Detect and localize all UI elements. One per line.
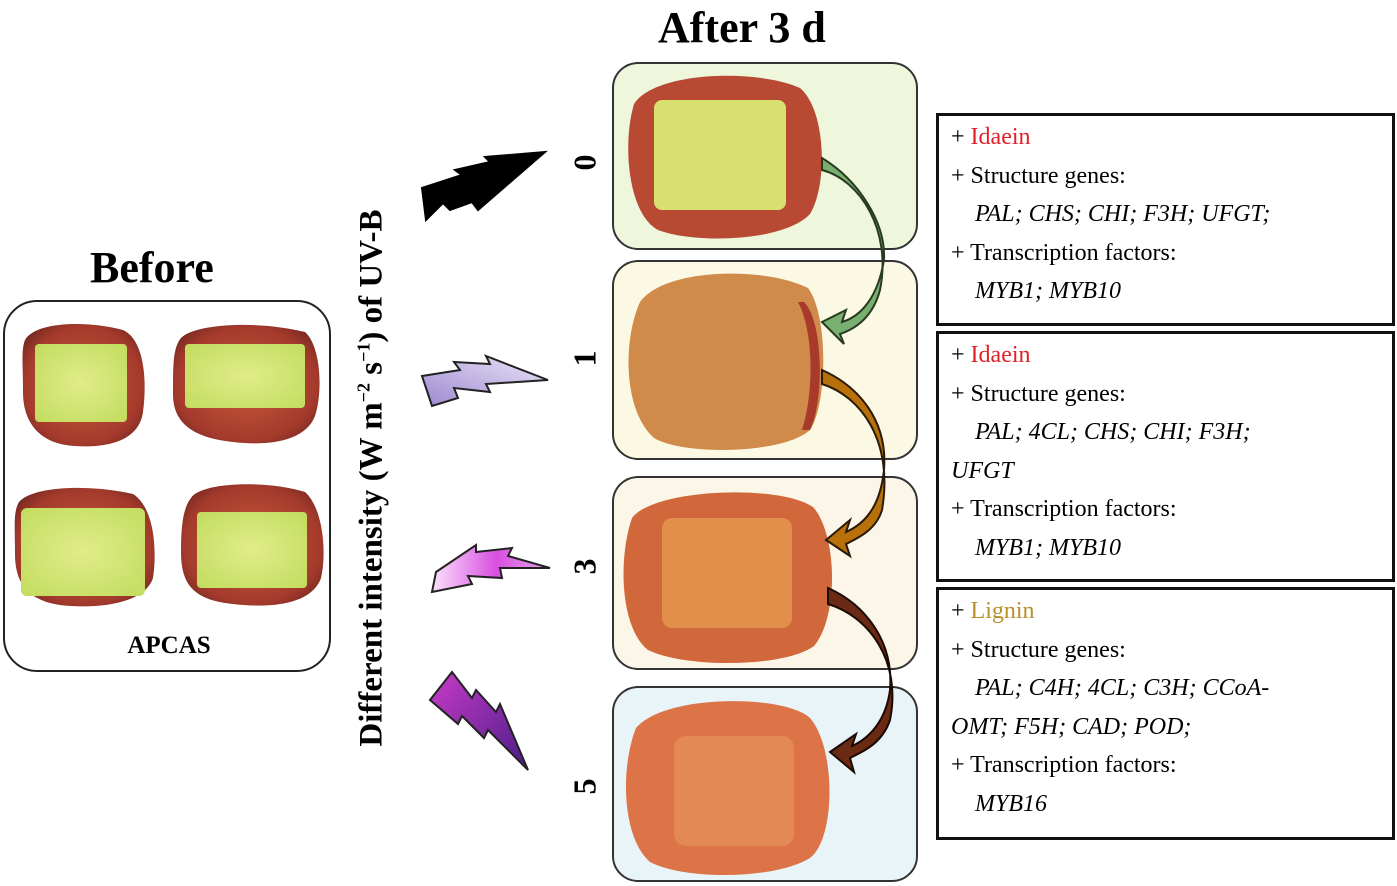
before-heading: Before bbox=[90, 243, 214, 292]
compound-label: Idaein bbox=[970, 342, 1031, 368]
structure-genes-label: Structure genes: bbox=[970, 636, 1126, 663]
apple-uvb-1 bbox=[628, 273, 824, 450]
tf-genes-list: MYB1; MYB10 bbox=[975, 534, 1121, 561]
axis-label-prefix: Different intensity (W m bbox=[353, 402, 390, 747]
apple-uvb-0 bbox=[628, 75, 822, 239]
compound-label: Lignin bbox=[970, 598, 1035, 624]
level-label-1: 1 bbox=[566, 350, 603, 367]
tf-label: Transcription factors: bbox=[970, 239, 1177, 266]
uvb-bolts bbox=[420, 150, 551, 771]
level-label-5: 5 bbox=[566, 778, 603, 795]
tf-genes-list: MYB1; MYB10 bbox=[975, 278, 1121, 304]
plus-sign: + bbox=[951, 752, 965, 778]
info-box-uvb-0: + Idaein + Structure genes: PAL; CHS; CH… bbox=[936, 113, 1395, 326]
plus-sign: + bbox=[951, 124, 965, 150]
bolt-icon-2 bbox=[430, 543, 551, 594]
axis-exp1: −2 bbox=[353, 382, 374, 403]
structure-genes-list: PAL; CHS; CHI; F3H; UFGT; bbox=[975, 201, 1271, 227]
apple-4 bbox=[181, 484, 324, 606]
bolt-icon-3 bbox=[428, 670, 529, 771]
tf-label: Transcription factors: bbox=[970, 752, 1177, 778]
panel-uvb-0 bbox=[612, 62, 918, 250]
after-heading: After 3 d bbox=[658, 3, 826, 52]
plus-sign: + bbox=[951, 598, 965, 624]
structure-genes-list: PAL; C4H; 4CL; C3H; CCoA- bbox=[975, 675, 1270, 701]
level-label-0: 0 bbox=[566, 154, 603, 171]
axis-label-mid: s bbox=[353, 361, 390, 383]
bolt-icon-0 bbox=[420, 150, 548, 223]
panel-uvb-3 bbox=[612, 476, 918, 670]
cultivar-label: APCAS bbox=[127, 632, 211, 659]
apple-uvb-5 bbox=[625, 701, 830, 876]
plus-sign: + bbox=[951, 636, 965, 663]
plus-sign: + bbox=[951, 162, 965, 189]
plus-sign: + bbox=[951, 342, 965, 368]
level-label-3: 3 bbox=[566, 558, 603, 575]
info-box-uvb-1: + Idaein + Structure genes: PAL; 4CL; CH… bbox=[936, 331, 1395, 582]
compound-label: Idaein bbox=[970, 124, 1031, 150]
apple-3 bbox=[14, 487, 155, 607]
structure-genes-label: Structure genes: bbox=[970, 162, 1126, 189]
before-panel: APCAS bbox=[3, 300, 331, 672]
tf-label: Transcription factors: bbox=[970, 496, 1177, 522]
axis-exp2: −1 bbox=[353, 342, 374, 362]
plus-sign: + bbox=[951, 496, 965, 522]
axis-label-suffix: ) of UV-B bbox=[353, 209, 390, 343]
before-apples bbox=[14, 324, 324, 607]
structure-genes-list: PAL; 4CL; CHS; CHI; F3H; bbox=[975, 419, 1251, 445]
plus-sign: + bbox=[951, 380, 965, 407]
panel-uvb-1 bbox=[612, 260, 918, 460]
apple-2 bbox=[173, 324, 320, 444]
structure-genes-list-cont: UFGT bbox=[951, 457, 1014, 484]
plus-sign: + bbox=[951, 239, 965, 266]
apple-1 bbox=[22, 324, 145, 447]
structure-genes-list-cont: OMT; F5H; CAD; POD; bbox=[951, 713, 1192, 740]
info-box-uvb-3-5: + Lignin + Structure genes: PAL; C4H; 4C… bbox=[936, 587, 1395, 840]
structure-genes-label: Structure genes: bbox=[970, 380, 1126, 407]
bolt-icon-1 bbox=[420, 354, 549, 408]
panel-uvb-5 bbox=[612, 686, 918, 882]
apple-uvb-3 bbox=[623, 492, 832, 664]
tf-genes-list: MYB16 bbox=[975, 790, 1047, 817]
